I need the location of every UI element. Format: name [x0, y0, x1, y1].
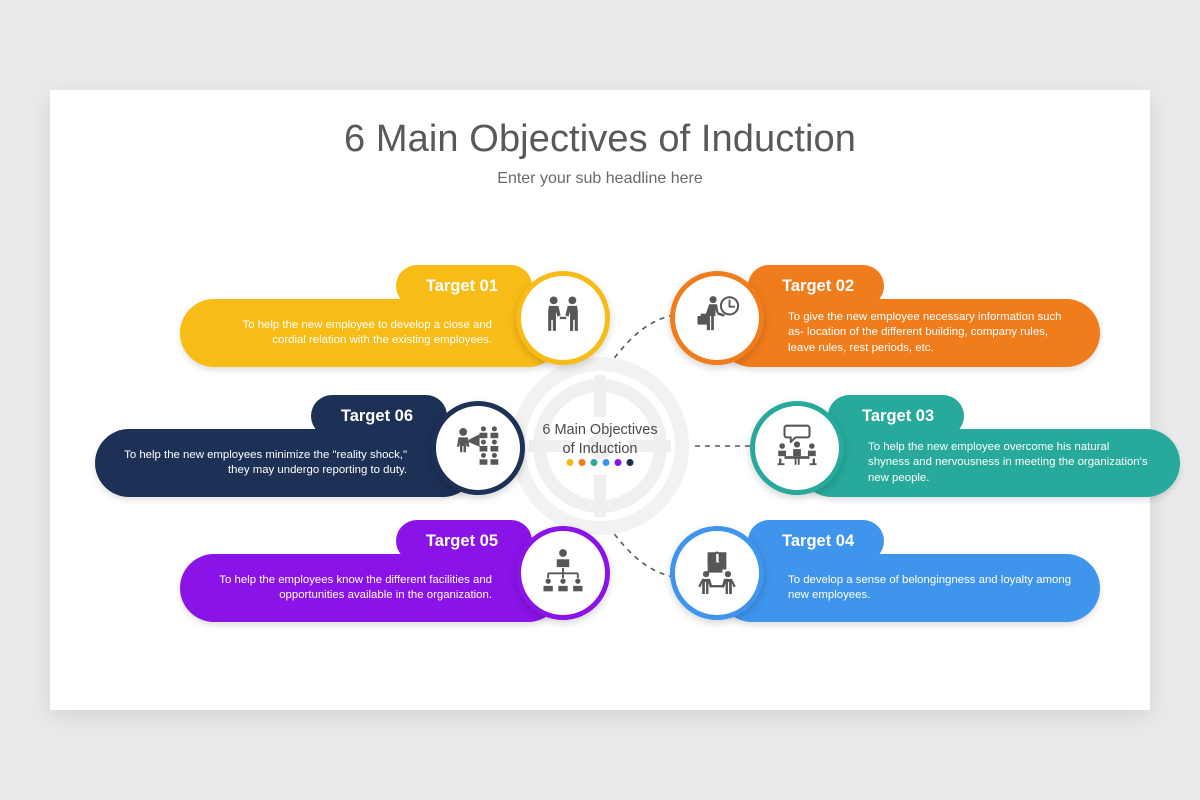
card-target-04[interactable]: To develop a sense of belongingness and … — [670, 520, 1100, 630]
center-hub: 6 Main Objectives of Induction — [511, 357, 689, 535]
hub-dot-6 — [626, 459, 634, 466]
crosshair-center-dot — [587, 433, 613, 459]
businessman-clock-icon — [692, 291, 742, 346]
hub-dot-3 — [590, 459, 598, 466]
target-04-icon-bubble[interactable] — [670, 526, 764, 620]
target-03-description: To help the new employee overcome his na… — [798, 429, 1180, 497]
target-06-icon-bubble[interactable] — [431, 401, 525, 495]
target-05-description: To help the employees know the different… — [180, 554, 562, 622]
card-target-05[interactable]: To help the employees know the different… — [180, 520, 610, 630]
target-05-title: Target 05 — [395, 520, 532, 562]
target-03-title: Target 03 — [828, 395, 965, 437]
target-01-title: Target 01 — [395, 265, 532, 307]
slide-canvas: 6 Main Objectives of Induction Enter you… — [50, 90, 1180, 710]
hub-label-line1: 6 Main Objectives — [542, 422, 658, 438]
megaphone-audience-icon — [453, 421, 503, 476]
hub-dot-2 — [578, 459, 586, 466]
hub-label: 6 Main Objectives of Induction — [525, 421, 675, 459]
card-target-01[interactable]: To help the new employee to develop a cl… — [180, 265, 610, 375]
target-01-icon-bubble[interactable] — [516, 271, 610, 365]
puzzle-people-icon — [692, 546, 742, 601]
target-04-title: Target 04 — [748, 520, 885, 562]
hub-label-line2: of Induction — [562, 441, 638, 457]
target-01-description: To help the new employee to develop a cl… — [180, 299, 562, 367]
crosshair-tick-right — [629, 440, 671, 452]
crosshair-tick-bottom — [594, 475, 606, 517]
hub-dot-4 — [602, 459, 610, 466]
target-06-title: Target 06 — [310, 395, 447, 437]
page-title: 6 Main Objectives of Induction — [343, 118, 857, 160]
card-target-06[interactable]: To help the new employees minimize the "… — [95, 395, 525, 505]
target-04-description: To develop a sense of belongingness and … — [718, 554, 1100, 622]
page-subtitle: Enter your sub headline here — [497, 170, 703, 187]
crosshair-tick-top — [594, 375, 606, 417]
card-target-02[interactable]: To give the new employee necessary infor… — [670, 265, 1100, 375]
target-05-icon-bubble[interactable] — [516, 526, 610, 620]
target-02-description: To give the new employee necessary infor… — [718, 299, 1100, 367]
target-03-icon-bubble[interactable] — [750, 401, 844, 495]
hub-dot-1 — [566, 459, 574, 466]
card-target-03[interactable]: To help the new employee overcome his na… — [750, 395, 1180, 505]
target-02-icon-bubble[interactable] — [670, 271, 764, 365]
target-02-title: Target 02 — [748, 265, 885, 307]
crosshair-tick-left — [529, 440, 571, 452]
meeting-table-icon — [772, 421, 822, 476]
hub-dot-5 — [614, 459, 622, 466]
hub-color-dots — [566, 459, 634, 466]
org-chart-icon — [538, 546, 588, 601]
target-06-description: To help the new employees minimize the "… — [95, 429, 477, 497]
handshake-icon — [538, 291, 588, 346]
